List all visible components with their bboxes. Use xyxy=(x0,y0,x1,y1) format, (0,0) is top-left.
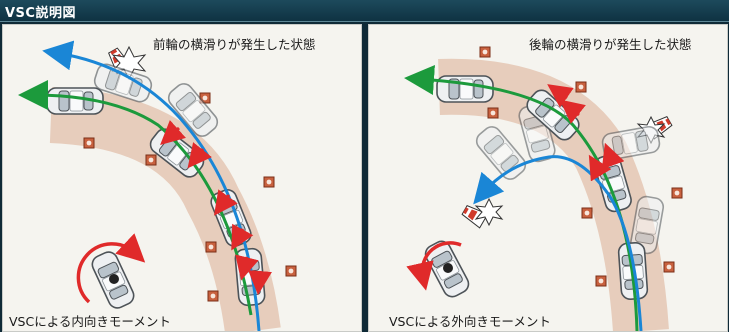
front-skid-illustration xyxy=(18,40,297,331)
panel-title-front: 前輪の横滑りが発生した状態 xyxy=(153,37,316,52)
traffic-cone-icon xyxy=(671,187,683,199)
traffic-cone-icon xyxy=(479,46,491,58)
traffic-cone-icon xyxy=(207,290,219,302)
traffic-cone-icon xyxy=(205,241,217,253)
traffic-cone-icon xyxy=(145,154,157,166)
diagram-title: VSC説明図 xyxy=(5,6,76,21)
traffic-cone-icon xyxy=(263,176,275,188)
car-ghost xyxy=(472,122,530,184)
center-of-gravity-icon xyxy=(109,274,119,284)
impact-burst-icon xyxy=(474,197,504,227)
caption-outward-moment: VSCによる外向きモーメント xyxy=(389,314,551,329)
traffic-cone-icon xyxy=(575,81,587,93)
traffic-cone-icon xyxy=(83,137,95,149)
traffic-cone-icon xyxy=(595,275,607,287)
center-of-gravity-icon xyxy=(443,263,453,273)
inward-moment-arrow xyxy=(76,233,146,304)
caption-inward-moment: VSCによる内向きモーメント xyxy=(9,314,171,329)
target-path-arrow xyxy=(404,65,639,331)
panel-title-rear: 後輪の横滑りが発生した状態 xyxy=(529,37,692,52)
title-bar: VSC説明図 xyxy=(0,0,729,22)
traffic-cone-icon xyxy=(663,261,675,273)
rear-skid-illustration xyxy=(404,46,683,331)
panel-rear-skid: 後輪の横滑りが発生した状態 VSCによる外向きモーメント xyxy=(368,24,728,332)
brake-force-arrows xyxy=(160,120,272,295)
traffic-cone-icon xyxy=(285,265,297,277)
panel-front-skid: 前輪の横滑りが発生した状態 VSCによる内向きモーメント xyxy=(2,24,362,332)
brake-force-arrows xyxy=(547,84,625,182)
outward-moment-arrow xyxy=(406,241,462,291)
traffic-cone-icon xyxy=(487,107,499,119)
traffic-cone-icon xyxy=(581,207,593,219)
